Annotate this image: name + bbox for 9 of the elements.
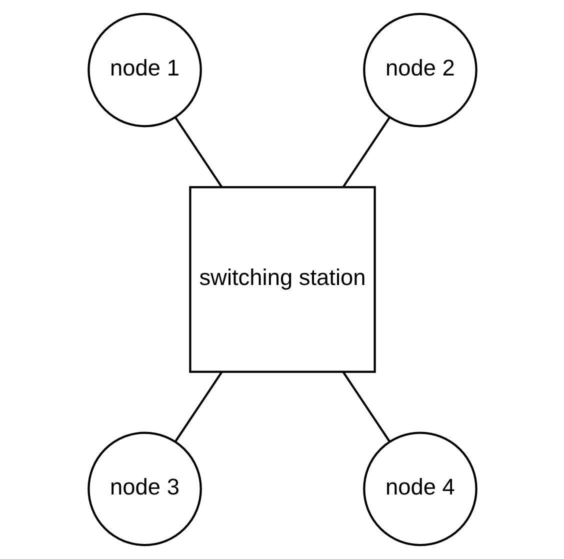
node-circle: node 1 [87, 12, 202, 128]
connector [174, 372, 222, 442]
connector [342, 372, 390, 442]
node-circle: node 2 [362, 12, 477, 128]
node-circle: node 3 [87, 432, 202, 546]
connector [342, 116, 390, 188]
node-box: switching station [188, 186, 376, 373]
node-circle: node 4 [362, 432, 477, 546]
connector [174, 116, 222, 188]
